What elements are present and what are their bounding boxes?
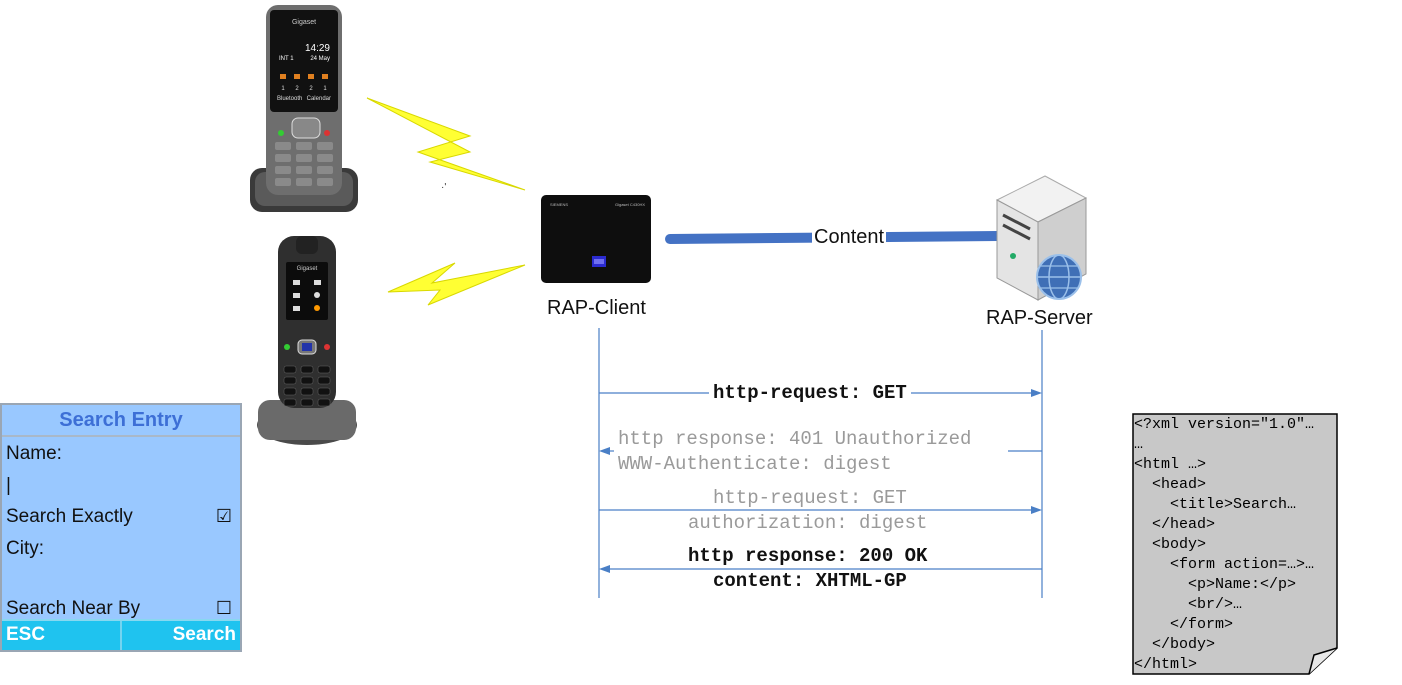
message-1-line-1: http-request: GET xyxy=(709,382,911,404)
xml-line: <title>Search… xyxy=(1134,496,1297,513)
bottom-handset-brand: Gigaset xyxy=(297,266,318,272)
search-nearby-checkbox[interactable]: ☐ xyxy=(215,598,232,618)
arrowhead-3 xyxy=(1031,506,1042,514)
xml-line: … xyxy=(1134,436,1144,453)
xml-line: <?xml version="1.0"… xyxy=(1134,416,1315,433)
message-4-line-2: content: XHTML-GP xyxy=(713,570,907,592)
top-handset-count-3: 2 xyxy=(309,86,313,92)
base-station-brand-left: SIEMENS xyxy=(550,202,568,207)
arrowhead-2 xyxy=(599,447,610,455)
xml-line: <form action=…>… xyxy=(1134,556,1315,573)
softkey-bar: ESC Search xyxy=(2,619,240,650)
xml-line: </head> xyxy=(1134,516,1216,533)
top-handset-count-4: 1 xyxy=(323,86,327,92)
phone-search-screen: Search Entry Name: | Search Exactly ☑ Ci… xyxy=(0,403,242,652)
rap-server-label: RAP-Server xyxy=(986,307,1093,329)
bottom-handset: Gigaset xyxy=(257,236,357,445)
arrowhead-4 xyxy=(599,565,610,573)
search-exactly-checkbox[interactable]: ☑ xyxy=(215,506,232,526)
rap-client-label: RAP-Client xyxy=(547,297,646,319)
message-3-line-1: http-request: GET xyxy=(713,487,907,509)
base-station-brand-right: Gigaset C430HX xyxy=(615,202,645,207)
search-softkey[interactable]: Search xyxy=(172,624,236,645)
content-link-label: Content xyxy=(812,226,887,249)
lightning-bolt-top xyxy=(366,97,526,191)
phone-screen-title: Search Entry xyxy=(2,405,240,437)
top-handset-count-1: 1 xyxy=(281,86,285,92)
search-exactly-row[interactable]: Search Exactly ☑ xyxy=(6,506,234,528)
xml-line: <br/>… xyxy=(1134,596,1243,613)
svg-text:·': ·' xyxy=(441,182,446,193)
search-nearby-row[interactable]: Search Near By ☐ xyxy=(6,598,234,620)
message-2-line-1: http response: 401 Unauthorized xyxy=(618,428,972,450)
top-handset-softkey-left: Bluetooth xyxy=(277,96,302,102)
arrowhead-1 xyxy=(1031,389,1042,397)
top-handset-int: INT 1 xyxy=(279,56,294,62)
name-label: Name: xyxy=(6,443,62,464)
server-icon xyxy=(995,175,1088,301)
city-label: City: xyxy=(6,538,44,559)
xml-document-fold xyxy=(1308,647,1338,675)
xml-line: <body> xyxy=(1134,536,1207,553)
name-input[interactable]: | xyxy=(6,475,11,496)
message-2-line-2: WWW-Authenticate: digest xyxy=(618,453,892,475)
top-handset-time: 14:29 xyxy=(305,43,330,54)
message-3-line-2: authorization: digest xyxy=(688,512,928,534)
search-nearby-label: Search Near By xyxy=(6,598,141,619)
top-handset: Gigaset 14:29 INT 1 24 May 1 2 2 1 Bluet… xyxy=(250,5,358,212)
xml-document-text: <?xml version="1.0"… … <html …> <head> <ti… xyxy=(1134,415,1314,675)
message-4-line-1: http response: 200 OK xyxy=(688,545,928,567)
base-station: SIEMENS Gigaset C430HX xyxy=(541,195,651,283)
top-handset-softkey-right: Calendar xyxy=(307,96,331,102)
lightning-bolt-bottom xyxy=(387,262,526,306)
xml-line: </form> xyxy=(1134,616,1234,633)
xml-line: </body> xyxy=(1134,636,1216,653)
top-handset-date: 24 May xyxy=(310,56,330,62)
xml-document: <?xml version="1.0"… … <html …> <head> <ti… xyxy=(1132,413,1338,675)
xml-line: <head> xyxy=(1134,476,1207,493)
xml-line: <html …> xyxy=(1134,456,1207,473)
esc-softkey[interactable]: ESC xyxy=(2,621,122,650)
top-handset-brand: Gigaset xyxy=(292,19,316,26)
xml-line: <p>Name:</p> xyxy=(1134,576,1297,593)
search-exactly-label: Search Exactly xyxy=(6,506,133,527)
xml-line: </html> xyxy=(1134,656,1198,673)
top-handset-count-2: 2 xyxy=(295,86,299,92)
